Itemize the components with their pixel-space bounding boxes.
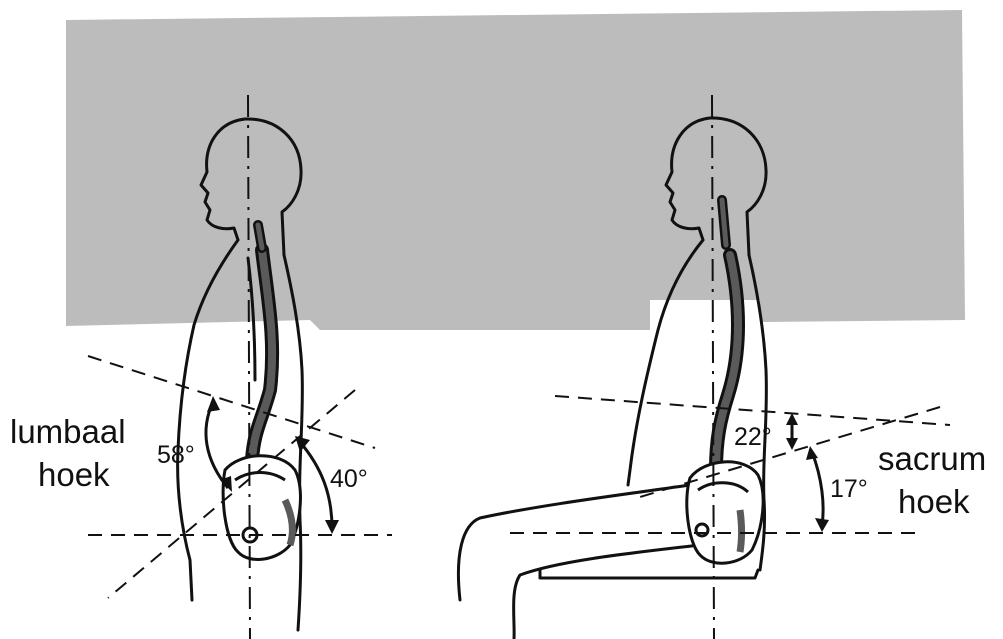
sitting-upper-angle: 22° xyxy=(734,425,772,450)
standing-pelvis xyxy=(223,456,300,560)
sitting-pelvis xyxy=(687,462,763,563)
sacrum-label-line2: hoek xyxy=(898,485,970,518)
lumbaal-label-line2: hoek xyxy=(38,458,110,491)
sitting-thigh xyxy=(458,485,690,600)
chair-seat xyxy=(540,570,758,578)
sitting-angle-arrows xyxy=(786,413,829,532)
standing-pelvis-angle: 40° xyxy=(330,467,368,492)
lumbaal-label-line1: lumbaal xyxy=(10,415,126,448)
gray-backdrop xyxy=(66,10,965,330)
standing-lumbar-angle: 58° xyxy=(157,443,195,468)
sacrum-label-line1: sacrum xyxy=(878,442,986,475)
sitting-sacrum-angle: 17° xyxy=(830,477,868,502)
